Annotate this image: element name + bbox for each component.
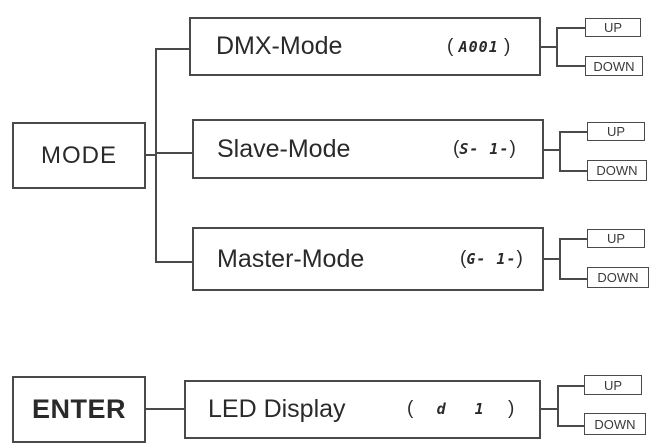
dmx-down-button: DOWN <box>585 56 643 76</box>
enter-connector <box>146 408 184 410</box>
led-display-box <box>184 380 541 439</box>
fork-vertical-dmx <box>556 27 558 67</box>
slave-down-button: DOWN <box>587 160 647 181</box>
slave-mode-label: Slave-Mode <box>217 135 351 163</box>
fork-stem-master <box>544 258 560 260</box>
slave-mode-code: (S- 1-) <box>453 138 516 159</box>
led-display-code: ( d 1 ) <box>407 398 515 419</box>
mode-label: MODE <box>41 141 117 169</box>
slave-mode-box <box>192 119 544 179</box>
branch-dmx <box>155 48 189 50</box>
fork-up-slave <box>559 131 587 133</box>
fork-down-dmx <box>556 65 585 67</box>
master-mode-box <box>192 227 544 291</box>
dmx-mode-box <box>189 17 541 76</box>
fork-down-led <box>557 425 584 427</box>
fork-vertical-slave <box>559 131 561 172</box>
master-up-button: UP <box>587 229 645 248</box>
led-up-button: UP <box>584 375 642 395</box>
enter-box: ENTER <box>12 376 146 443</box>
fork-stem-slave <box>544 149 560 151</box>
fork-down-master <box>559 278 587 280</box>
slave-up-button: UP <box>587 122 645 141</box>
fork-stem-dmx <box>541 46 557 48</box>
led-display-label: LED Display <box>208 395 346 423</box>
mode-box: MODE <box>12 122 146 189</box>
fork-down-slave <box>559 170 587 172</box>
dmx-mode-label: DMX-Mode <box>216 32 343 60</box>
enter-label: ENTER <box>31 394 126 424</box>
branch-master <box>155 261 192 263</box>
master-mode-label: Master-Mode <box>217 245 365 273</box>
dmx-mode-code: ( A001 ) <box>447 36 511 57</box>
fork-up-master <box>559 238 587 240</box>
dmx-up-button: UP <box>585 18 641 37</box>
mode-trunk <box>155 48 157 262</box>
led-down-button: DOWN <box>584 413 646 435</box>
fork-up-dmx <box>556 27 585 29</box>
master-down-button: DOWN <box>587 267 649 288</box>
master-mode-code: (G- 1-) <box>460 248 523 269</box>
fork-vertical-master <box>559 238 561 280</box>
branch-slave <box>155 152 192 154</box>
fork-stem-led <box>541 408 558 410</box>
fork-up-led <box>557 385 584 387</box>
mode-connector <box>146 154 156 156</box>
fork-vertical-led <box>557 385 559 427</box>
